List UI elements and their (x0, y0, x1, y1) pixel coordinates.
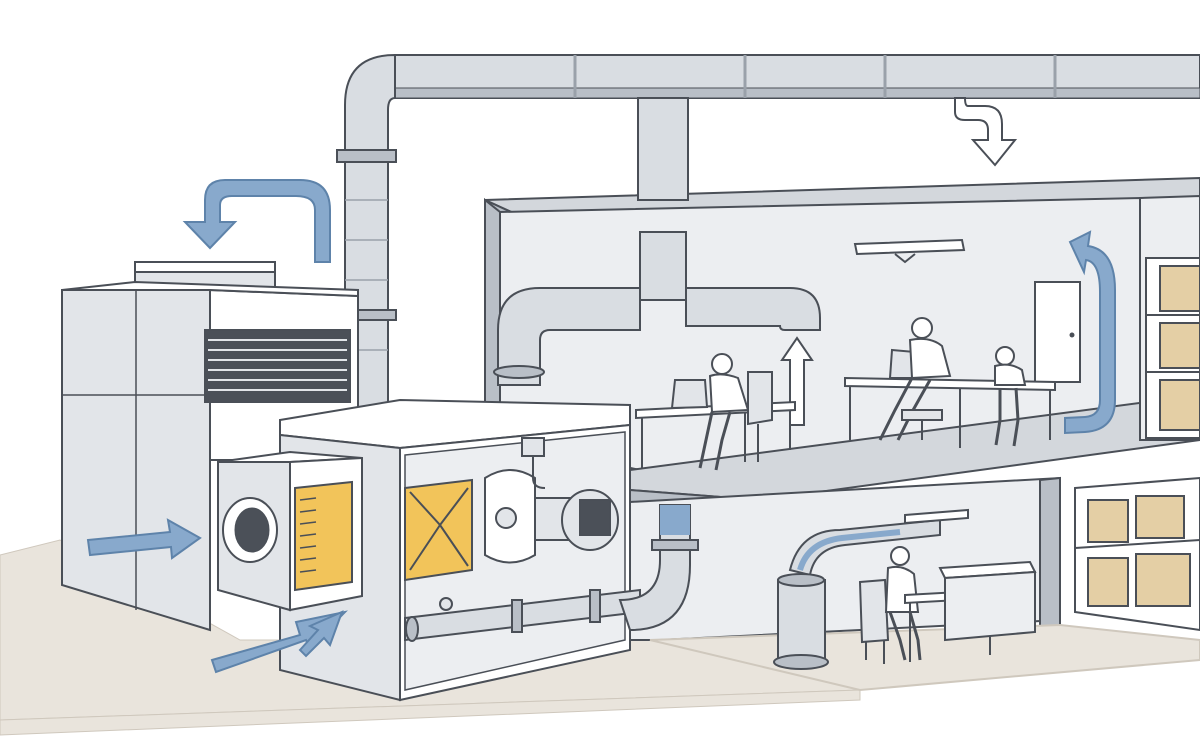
lower-duct-run (788, 518, 941, 577)
exhaust-return-arrow (182, 179, 331, 263)
filter-v-pleat (409, 487, 469, 571)
office-supply-up-arrow (780, 336, 814, 426)
person-3-head (995, 346, 1015, 366)
ceiling-light (853, 238, 966, 256)
lower-divider-wall (1039, 476, 1061, 644)
stack-elbow (344, 53, 396, 161)
intake-opening (234, 507, 270, 553)
person-3-legs (994, 387, 1020, 447)
branch-collar (493, 365, 545, 379)
office-return-arrow (1064, 230, 1116, 435)
ceiling-light-glow (894, 253, 916, 264)
pipe-end (405, 616, 419, 642)
overhead-supply-duct (344, 53, 1200, 386)
ground-front-strip (0, 689, 861, 736)
filter-panel-1 (294, 480, 353, 592)
storage-box (1087, 557, 1129, 607)
office-door (1034, 281, 1081, 383)
laptop-1 (670, 379, 709, 410)
person-1-body (708, 373, 750, 414)
file-cabinet-body (944, 570, 1036, 642)
person-2-head (911, 317, 933, 339)
ceiling-supply-arrow (954, 97, 1018, 167)
main-duct-shade (394, 87, 1200, 99)
branch-right (685, 287, 821, 331)
control-box (521, 437, 545, 457)
outside-air-intake-upper (86, 518, 202, 560)
lower-duct-blue (797, 529, 901, 571)
valve-wheel (439, 597, 453, 611)
person-1-legs (698, 411, 732, 471)
person-2-body (908, 337, 952, 380)
person-3-body (994, 363, 1027, 386)
roof-cap-top (134, 261, 276, 273)
lower-return-duct (773, 508, 969, 670)
lower-chair (858, 578, 890, 644)
airflow-arrows (86, 97, 1116, 674)
person-4-head (890, 546, 910, 566)
storage-lower-shelves (1074, 476, 1200, 632)
branch-drop (637, 97, 689, 201)
storage-box (1159, 265, 1200, 312)
chair-1 (747, 371, 773, 426)
branch-drop-inside (639, 231, 687, 301)
person-1-head (711, 353, 733, 375)
floor-unit-base (773, 654, 829, 670)
person-4-legs (888, 611, 922, 661)
storage-box (1135, 495, 1185, 539)
storage-box (1135, 553, 1191, 607)
chair-2 (901, 409, 943, 421)
lower-light (904, 508, 969, 525)
louver-slats (208, 339, 347, 391)
pipe-riser (618, 504, 691, 632)
lower-office (858, 546, 1037, 664)
pipe-flange (511, 599, 523, 633)
person-4-body (884, 565, 920, 613)
motor-box (579, 499, 611, 536)
storage-box (1159, 322, 1200, 369)
storage-upper-shelves (1145, 257, 1200, 439)
duct-blue-segment (660, 505, 690, 535)
pipe-riser-collar (651, 539, 699, 551)
floor-unit-top (777, 573, 825, 587)
condenser-top (61, 280, 359, 298)
floor-unit (777, 579, 826, 663)
stack-collar (336, 149, 397, 163)
storage-box (1087, 499, 1129, 543)
upper-office (635, 317, 1056, 471)
outside-air-intake-lower-2 (298, 610, 344, 658)
shelf-board (1074, 539, 1200, 549)
control-wire (532, 456, 546, 489)
door-knob (1069, 332, 1075, 338)
storage-box (1159, 379, 1200, 431)
fan-hub (495, 507, 517, 529)
filter-pleats-1 (299, 497, 317, 573)
branch-to-ahu (497, 287, 641, 386)
pipe-flange (589, 589, 601, 623)
